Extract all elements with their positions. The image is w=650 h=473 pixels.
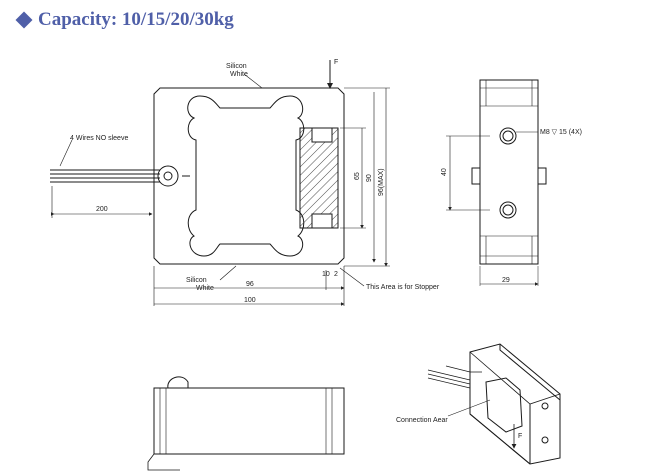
side-view-outline — [479, 79, 539, 265]
dim-65-label: 65 — [354, 172, 361, 180]
thread-hole-bottom — [499, 201, 517, 219]
plan-view-cable — [147, 453, 180, 471]
iso-hole-top — [541, 402, 549, 410]
dim-90-label: 90 — [366, 174, 373, 182]
dim-96-label: 96 — [246, 281, 254, 288]
force-label-iso: F — [518, 433, 522, 440]
side-view — [446, 79, 547, 286]
plan-view-gland — [167, 376, 189, 389]
iso-hole-bottom — [541, 436, 549, 444]
plan-view-outline — [153, 387, 345, 455]
silicon-top-label-2: White — [230, 71, 248, 78]
front-view — [50, 60, 390, 306]
wires-label: 4 Wires NO sleeve — [70, 135, 128, 142]
dim-2-label: 2 — [334, 271, 338, 278]
dim-100-label: 100 — [244, 297, 256, 304]
stopper-section — [299, 127, 339, 229]
iso-cable — [427, 369, 471, 389]
dim-10-label: 10 — [322, 271, 330, 278]
connection-label: Connection Aear — [396, 417, 448, 424]
stopper-bolt-bottom — [311, 213, 333, 229]
cable-gland — [157, 165, 179, 187]
plan-view — [147, 376, 345, 471]
force-label-top: F — [334, 59, 338, 66]
silicon-bottom-label-2: White — [196, 285, 214, 292]
dim-cable-200: 200 — [96, 206, 108, 213]
front-view-outline — [153, 87, 345, 265]
thread-hole-top — [499, 127, 517, 145]
isometric-view — [427, 343, 561, 465]
stopper-label: This Area is for Stopper — [366, 284, 440, 291]
stopper-bolt-top — [311, 127, 333, 143]
dim-96max-label: 96(MAX) — [378, 168, 385, 196]
iso-inner-cavity — [485, 377, 523, 433]
dim-40-label: 40 — [441, 168, 448, 176]
page-title: Capacity: 10/15/20/30kg — [14, 8, 234, 32]
dim-29-label: 29 — [502, 277, 510, 284]
capacity-heading: Capacity: 10/15/20/30kg — [38, 9, 234, 30]
thread-spec-label: M8 ▽ 15 (4X) — [540, 129, 582, 136]
silicon-top-label-1: Silicon — [226, 63, 247, 70]
silicon-bottom-label-1: Silicon — [186, 277, 207, 284]
front-view-cutout — [187, 95, 305, 257]
